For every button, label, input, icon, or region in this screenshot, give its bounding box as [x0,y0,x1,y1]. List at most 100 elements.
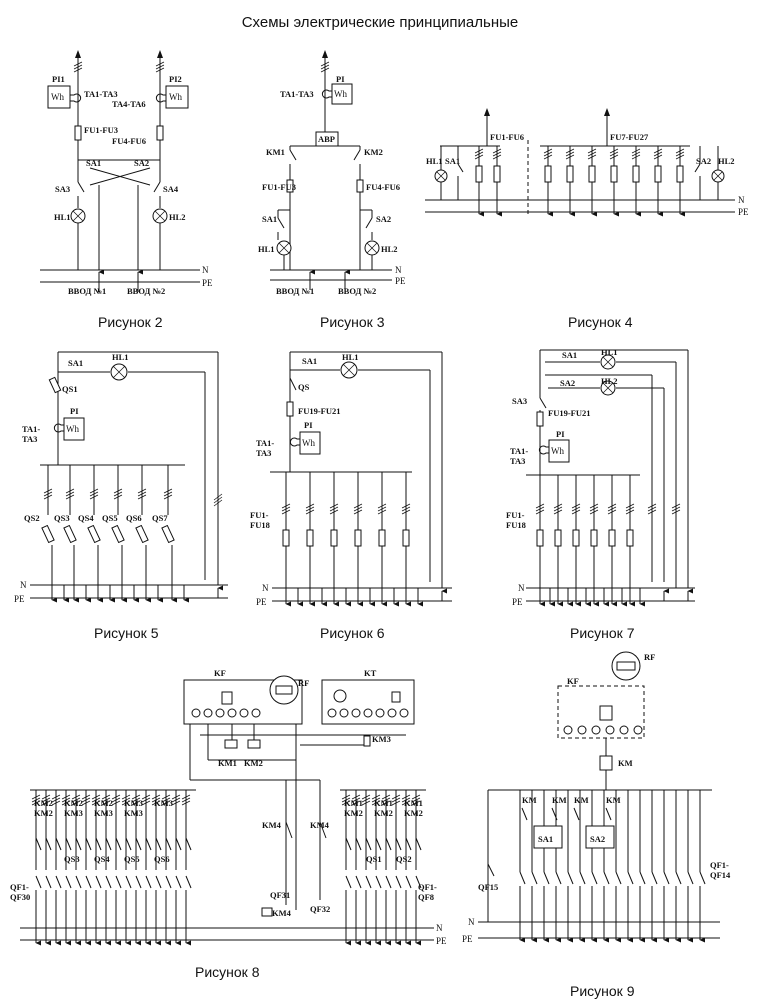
breaker [519,871,526,885]
contact [185,837,192,851]
km-label: KM2 [374,808,393,818]
fuse [572,529,580,547]
breaker [627,871,634,885]
ta-label: TA1-TA3 [280,89,314,99]
fuse [610,165,618,183]
km-label: KM1 [374,798,393,808]
km-label-3: KM [574,795,589,805]
qs-label: QS4 [78,513,94,523]
caption-fig9: Рисунок 9 [570,983,635,999]
pe-label: PE [436,936,447,946]
qs-label: QS4 [94,854,110,864]
fuse [475,165,483,183]
terminal [399,708,409,718]
terminal [375,708,385,718]
pe-label: PE [395,276,406,286]
fu1-label: FU1-FU3 [262,182,296,192]
caption-fig3: Рисунок 3 [320,314,385,330]
pe-label: PE [462,934,473,944]
qf1-label: QF1- [710,860,729,870]
ta-label-2: TA3 [256,448,271,458]
qs-label: QS7 [152,513,168,523]
qf8-label: QF8 [418,892,434,902]
contact [125,837,132,851]
caption-fig6: Рисунок 6 [320,625,385,641]
figure-3: Wh PI TA1-TA3 АВР KM1 KM2 FU1-FU3 FU4-FU… [258,50,406,330]
sa1-label: SA1 [302,356,317,366]
breaker [105,875,112,889]
qf1-right-label: QF1- [418,882,437,892]
fuse [493,165,501,183]
sa2-label: SA2 [134,158,149,168]
breaker [395,875,402,889]
ta-label: TA1- [22,424,40,434]
qs-label: QS2 [24,513,40,523]
sa1-label: SA1 [538,834,553,844]
pi-label: PI [70,406,79,416]
breaker [651,871,658,885]
breaker [567,871,574,885]
terminal [605,725,615,735]
n-label: N [518,583,525,593]
km-label-4: KM [606,795,621,805]
terminal [591,725,601,735]
wh-label: Wh [66,424,79,434]
rf-label: RF [644,652,655,662]
km-label: KM3 [154,798,173,808]
qf14-label: QF14 [710,870,731,880]
fu4-label: FU4-FU6 [366,182,400,192]
km-contact [573,807,580,821]
sa1-label: SA1 [445,156,460,166]
wh-label: Wh [334,89,347,99]
fuse-switch [63,524,77,544]
qs-label: QS1 [366,854,382,864]
pi2-label: PI2 [169,74,182,84]
fuse [354,529,362,547]
n-label: N [468,917,475,927]
pe-label: PE [738,207,749,217]
contact [375,837,382,851]
breaker [543,871,550,885]
km-label-1: KM [522,795,537,805]
km-label: KM3 [124,798,143,808]
contact [175,837,182,851]
breaker [385,875,392,889]
pi1-label: PI1 [52,74,65,84]
ta-label: TA1- [510,446,528,456]
breaker [55,875,62,889]
breaker [35,875,42,889]
fuse [306,529,314,547]
fuse [544,165,552,183]
breaker [85,875,92,889]
pi-label: PI [304,420,313,430]
km-contact [521,807,528,821]
breaker [95,875,102,889]
fu18-label: FU18 [506,520,526,530]
fuse-switch [41,524,55,544]
km-coil-label: KM [618,758,633,768]
breaker [175,875,182,889]
contact [105,837,112,851]
kf-label: KF [214,668,226,678]
page-title: Схемы электрические принципиальные [241,14,519,31]
contact [115,837,122,851]
n-label: N [202,265,209,275]
breaker [355,875,362,889]
qs1-label: QS1 [62,384,78,394]
terminal [203,708,213,718]
pe-label: PE [256,597,267,607]
contact [85,837,92,851]
n-label: N [738,195,745,205]
breaker [663,871,670,885]
figure-7: SA1 HL1 SA2 HL2 SA3 FU19-FU21 Wh PI TA1-… [506,347,695,641]
km2-label: KM2 [364,147,383,157]
terminal [191,708,201,718]
pi-label: PI [336,74,345,84]
caption-fig4: Рисунок 4 [568,314,633,330]
km-label: KM2 [64,798,83,808]
hl2-label: HL2 [169,212,186,222]
fuse [536,529,544,547]
input-2-label: ВВОД №2 [127,286,165,296]
